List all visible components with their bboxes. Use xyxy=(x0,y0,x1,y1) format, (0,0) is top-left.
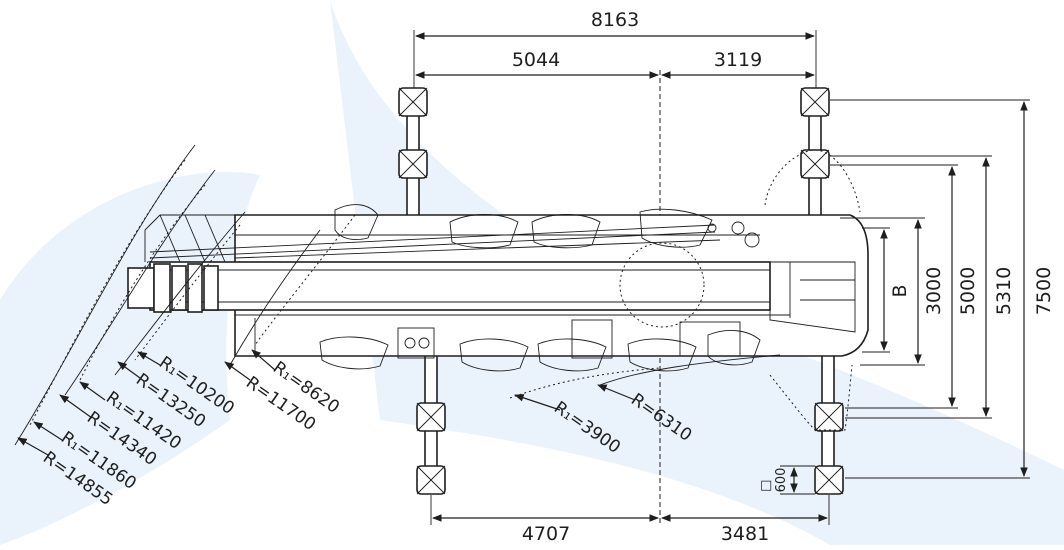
dim-3481: 3481 xyxy=(721,523,769,545)
boom xyxy=(127,214,771,313)
outrigger-pad-front-bottom xyxy=(416,402,446,495)
dim-5000: 5000 xyxy=(957,267,979,315)
dim-4707: 4707 xyxy=(522,523,570,545)
outrigger-pad-rear-bottom xyxy=(814,402,844,495)
bottom-dimensions: 4707 3481 xyxy=(430,495,830,545)
right-dimensions: B 3000 5000 5310 7500 xyxy=(830,99,1055,479)
dim-5310: 5310 xyxy=(993,267,1015,315)
dim-8163: 8163 xyxy=(591,9,639,31)
radius-arcs xyxy=(14,144,781,456)
dim-3000: 3000 xyxy=(923,267,945,315)
pad-dimension: □ 600 xyxy=(760,465,815,495)
pad-size-value: 600 xyxy=(774,468,789,493)
dim-3119: 3119 xyxy=(714,49,762,71)
top-dimensions: 8163 5044 3119 xyxy=(413,9,817,95)
outrigger-swing-bottom xyxy=(769,364,853,431)
outrigger-pad-rear-top xyxy=(800,87,830,179)
slewing-ring xyxy=(619,242,705,328)
dim-7500: 7500 xyxy=(1033,267,1055,315)
outrigger-pad-front-top xyxy=(398,87,428,179)
dim-5044: 5044 xyxy=(512,49,560,71)
dim-b: B xyxy=(889,284,911,297)
pad-size-symbol: □ xyxy=(760,478,772,493)
